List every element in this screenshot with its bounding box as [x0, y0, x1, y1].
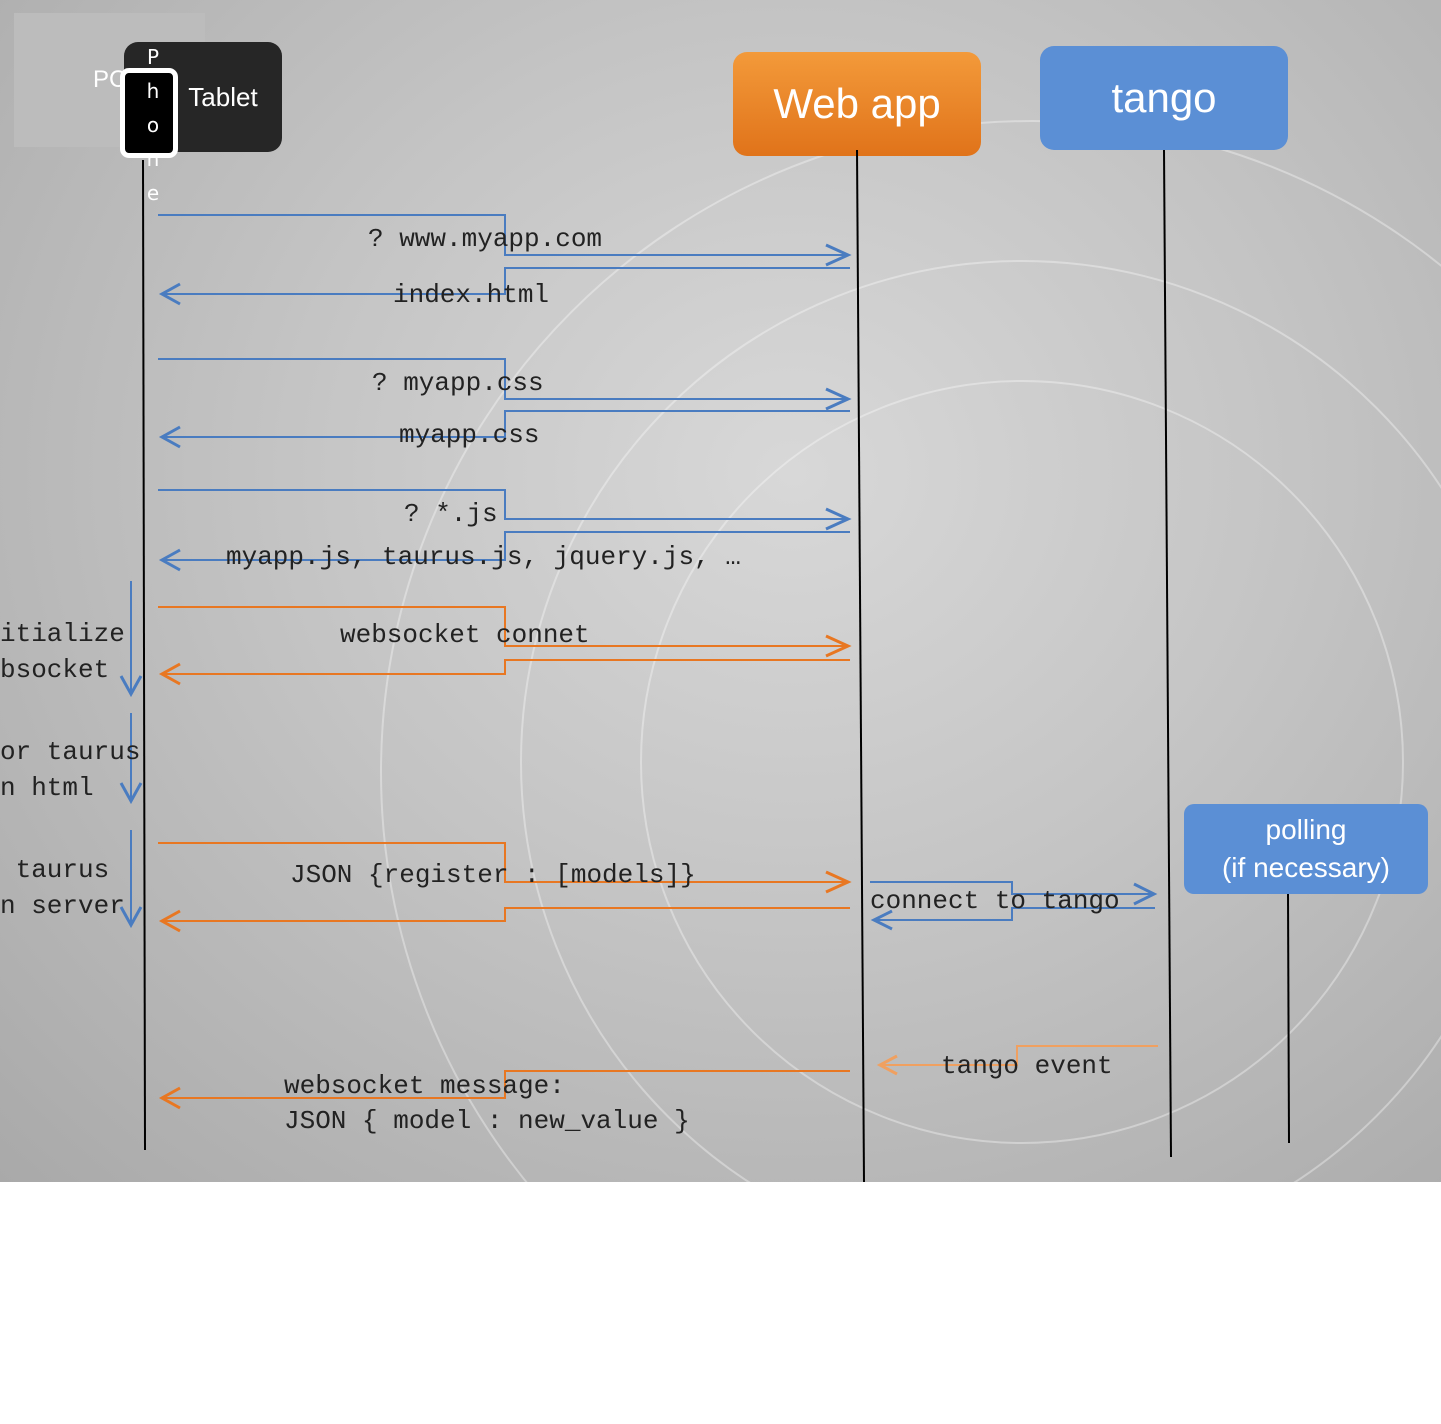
arrowhead-register-resp [158, 909, 181, 933]
msg-connect-tango: connect to tango [870, 886, 1120, 916]
side-arrowhead-register [119, 906, 143, 929]
msg-ws-message-2: JSON { model : new_value } [284, 1106, 690, 1136]
arrowhead-ws-connect-resp [158, 662, 181, 686]
arrow-resp-index [162, 267, 850, 295]
note-search-2: n html [0, 773, 94, 803]
arrow-resp-css [162, 410, 850, 438]
msg-resp-index: index.html [393, 280, 550, 310]
msg-req-site: ? www.myapp.com [368, 224, 603, 254]
arrow-ws-connect-resp [162, 659, 850, 675]
phone-label: P h o n e [146, 45, 160, 205]
arrowhead-req-js [825, 507, 852, 531]
msg-resp-css: myapp.css [399, 420, 540, 450]
client-lifeline [142, 159, 146, 1151]
side-arrowhead-initialize [119, 675, 143, 698]
arrow-req-site [158, 214, 848, 256]
arrowhead-ws-connect [825, 634, 852, 658]
arrow-connect-tango-resp [874, 907, 1155, 921]
arrowhead-resp-css [158, 425, 181, 449]
note-register-1: taurus [0, 855, 110, 885]
msg-ws-message-1: websocket message: [284, 1071, 565, 1101]
note-initialize-2: bsocket [0, 655, 110, 685]
polling-lifeline [1287, 893, 1290, 1144]
webapp-label: Web app [773, 80, 941, 127]
arrowhead-ws-message [158, 1086, 181, 1110]
note-search-1: or taurus [0, 737, 141, 767]
polling-line-1: polling [1265, 814, 1347, 845]
arrow-req-js [158, 489, 848, 520]
msg-req-css: ? myapp.css [372, 368, 544, 398]
arrow-resp-js [162, 531, 850, 561]
arrow-ws-connect [158, 606, 848, 647]
arrow-tango-event [880, 1045, 1158, 1066]
arrowhead-connect-tango-resp [870, 909, 893, 931]
tango-lifeline [1163, 149, 1172, 1158]
arrowhead-register [825, 870, 852, 894]
arrow-req-css [158, 358, 848, 400]
arrow-ws-message [162, 1070, 850, 1099]
arrow-register-resp [162, 907, 850, 922]
phone-actor [120, 68, 178, 158]
sequence-arrows [119, 149, 1290, 1182]
tango-actor: tango [1040, 46, 1288, 150]
msg-resp-js: myapp.js, taurus.js, jquery.js, … [226, 542, 741, 572]
arrow-connect-tango [870, 881, 1154, 895]
arrowhead-resp-js [158, 548, 181, 572]
arrow-register [158, 842, 848, 883]
polling-line-2: (if necessary) [1221, 852, 1391, 883]
arrowhead-resp-index [158, 282, 181, 306]
msg-register: JSON {register : [models]} [290, 860, 696, 890]
msg-tango-event: tango event [941, 1051, 1113, 1081]
polling-note: polling (if necessary) [1184, 804, 1428, 894]
msg-ws-connect: websocket connet [340, 620, 590, 650]
side-arrowhead-search [119, 782, 143, 805]
note-initialize-1: itialize [0, 619, 125, 649]
arrowhead-req-site [825, 243, 852, 267]
webapp-actor: Web app [733, 52, 981, 156]
tablet-label: Tablet [188, 81, 258, 112]
tango-label: tango [1111, 74, 1217, 121]
note-register-2: n server [0, 891, 125, 921]
arrowhead-tango-event [876, 1054, 898, 1076]
arrowhead-req-css [825, 387, 852, 411]
msg-req-js: ? *.js [404, 499, 498, 529]
webapp-lifeline [856, 149, 865, 1182]
arrowhead-connect-tango [1133, 882, 1158, 906]
